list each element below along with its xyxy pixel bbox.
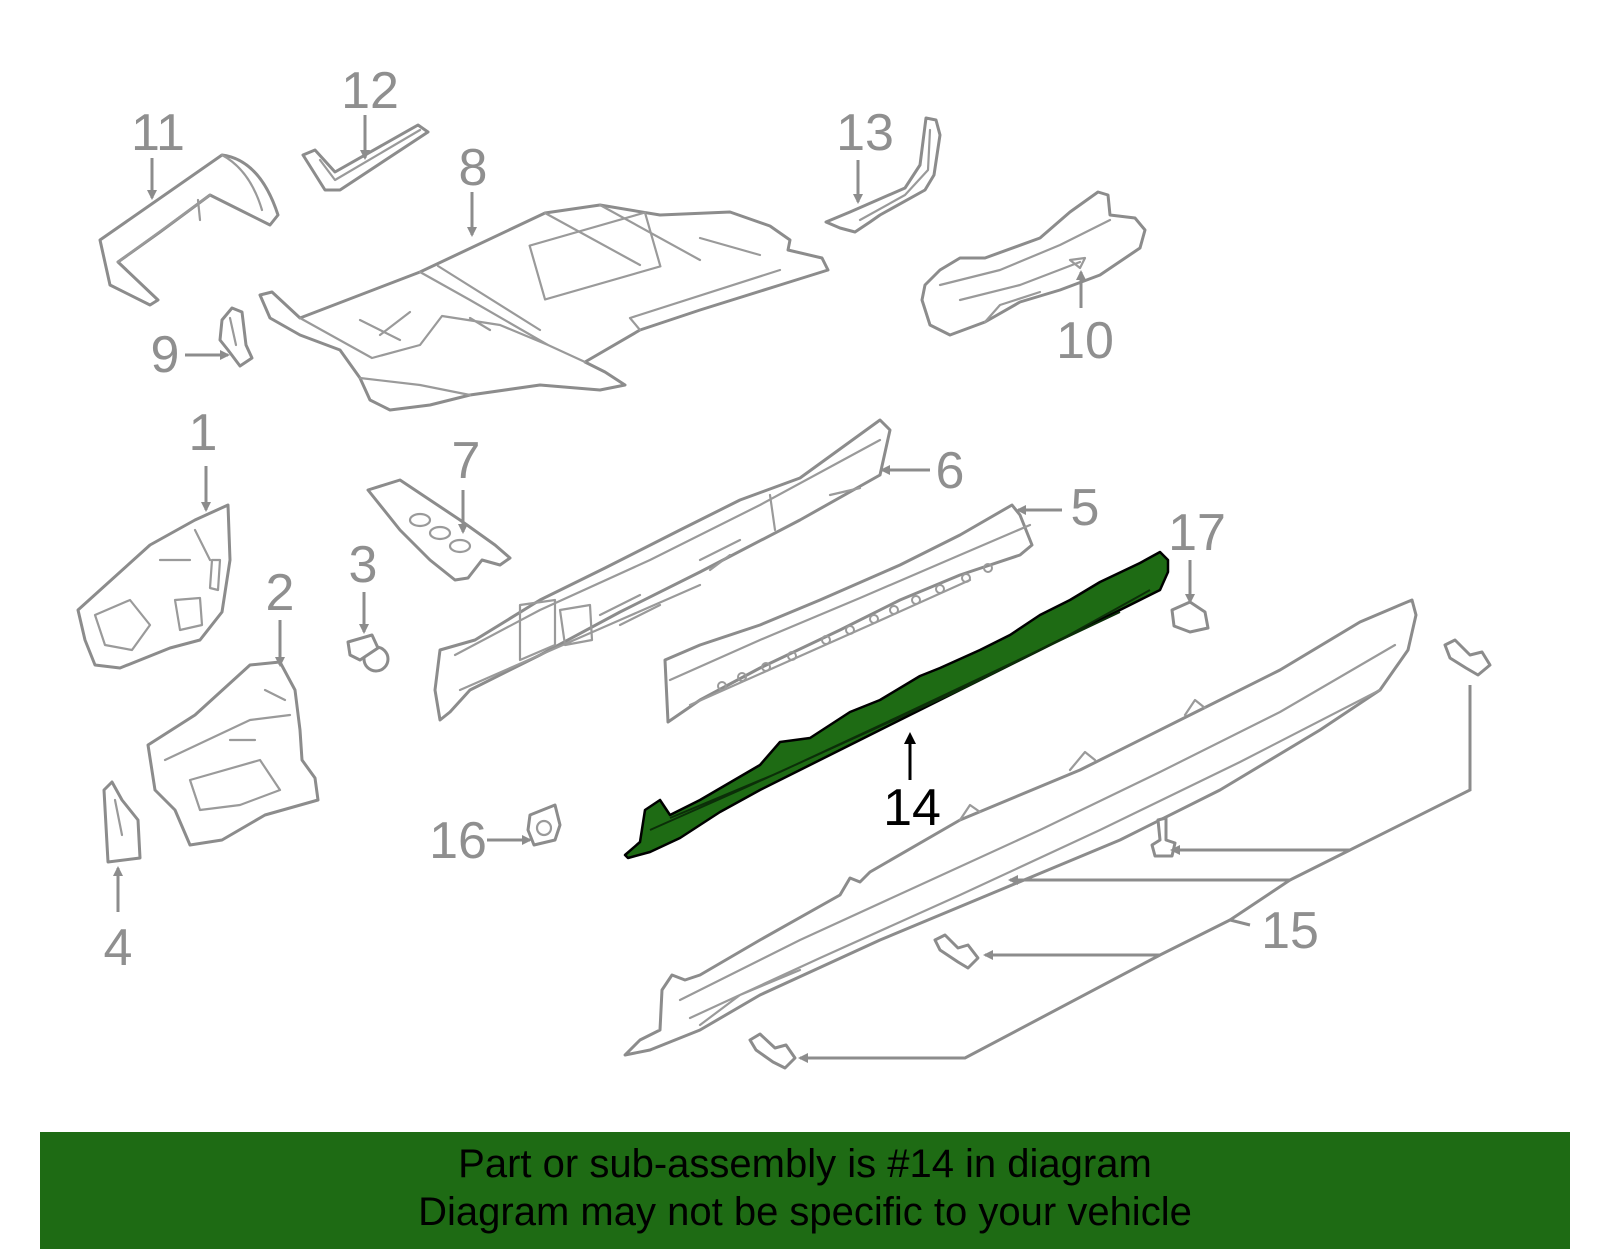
- callout-7[interactable]: 7: [452, 432, 481, 490]
- part-5[interactable]: [663, 503, 1034, 724]
- part-16[interactable]: [526, 803, 562, 847]
- screw-icon: [1150, 816, 1177, 858]
- bolt-icon: [933, 933, 980, 970]
- callout-10[interactable]: 10: [1056, 312, 1114, 370]
- banner-line-2: Diagram may not be specific to your vehi…: [418, 1190, 1192, 1234]
- callout-12[interactable]: 12: [341, 62, 399, 120]
- callout-2[interactable]: 2: [266, 564, 295, 622]
- part-11[interactable]: [98, 153, 280, 307]
- callout-17[interactable]: 17: [1168, 504, 1226, 562]
- banner-line-1: Part or sub-assembly is #14 in diagram: [458, 1142, 1152, 1186]
- part-15[interactable]: [623, 598, 1418, 1057]
- part-2[interactable]: [146, 660, 320, 847]
- parts-diagram: 11 12 8 13 10 9 1 7 6 5 17 3 2 16 14 15 …: [76, 62, 1492, 1070]
- part-6[interactable]: [433, 418, 892, 722]
- callout-5[interactable]: 5: [1071, 479, 1100, 537]
- callout-4[interactable]: 4: [104, 919, 133, 977]
- callout-15[interactable]: 15: [1261, 902, 1319, 960]
- part-13[interactable]: [824, 116, 942, 234]
- part-9[interactable]: [218, 306, 254, 368]
- callout-8[interactable]: 8: [459, 139, 488, 197]
- part-1[interactable]: [76, 503, 232, 670]
- part-17[interactable]: [1170, 600, 1210, 634]
- callout-16[interactable]: 16: [429, 812, 487, 870]
- part-8[interactable]: [258, 203, 830, 412]
- callout-3[interactable]: 3: [349, 536, 378, 594]
- callout-6[interactable]: 6: [936, 442, 965, 500]
- callout-11[interactable]: 11: [131, 104, 185, 162]
- part-14-highlighted[interactable]: [623, 550, 1170, 860]
- part-10[interactable]: [920, 190, 1147, 337]
- callout-13[interactable]: 13: [836, 104, 894, 162]
- part-4[interactable]: [102, 780, 142, 864]
- callout-1[interactable]: 1: [189, 404, 218, 462]
- callout-14[interactable]: 14: [883, 779, 941, 837]
- bolt-icon: [1443, 638, 1492, 677]
- leader-lines: [113, 115, 1472, 1063]
- part-7[interactable]: [366, 478, 512, 582]
- part-3[interactable]: [346, 633, 390, 673]
- bolt-icon: [748, 1032, 797, 1070]
- callout-9[interactable]: 9: [151, 326, 180, 384]
- info-banner: Part or sub-assembly is #14 in diagram D…: [40, 1132, 1570, 1249]
